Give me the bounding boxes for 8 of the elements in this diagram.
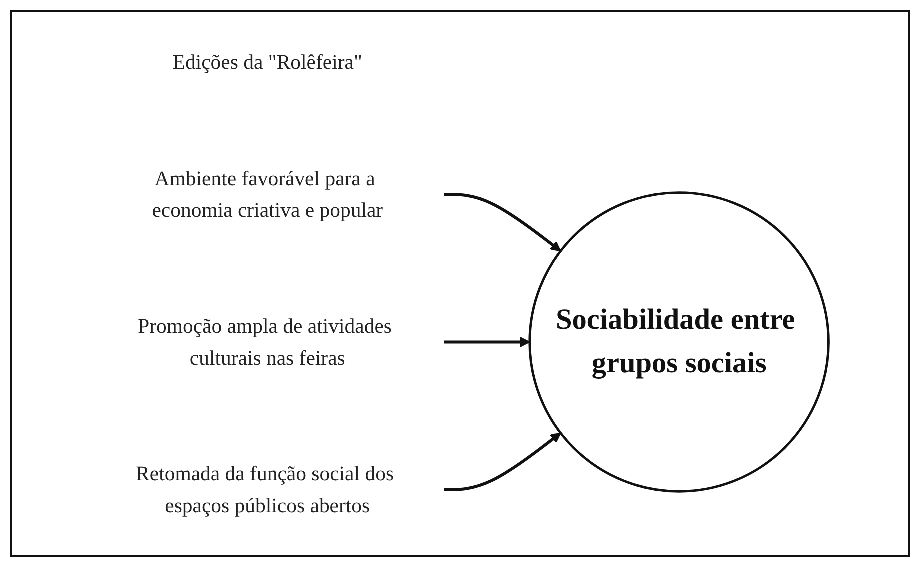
arrow: [444, 192, 562, 252]
node-text: Ambiente favorável para a economia criativa e popular: [152, 166, 384, 221]
arrow: [444, 432, 562, 491]
node-text: Retomada da função social dos espaços públicos abertos: [136, 462, 394, 516]
node-text: Promoção ampla de atividades culturais nas feiras: [138, 314, 392, 369]
node-text: Edições da "Rolêfeira": [173, 50, 363, 74]
node-circle: Sociabilidade entre grupos sociais: [528, 191, 830, 492]
arrow: [444, 336, 531, 348]
